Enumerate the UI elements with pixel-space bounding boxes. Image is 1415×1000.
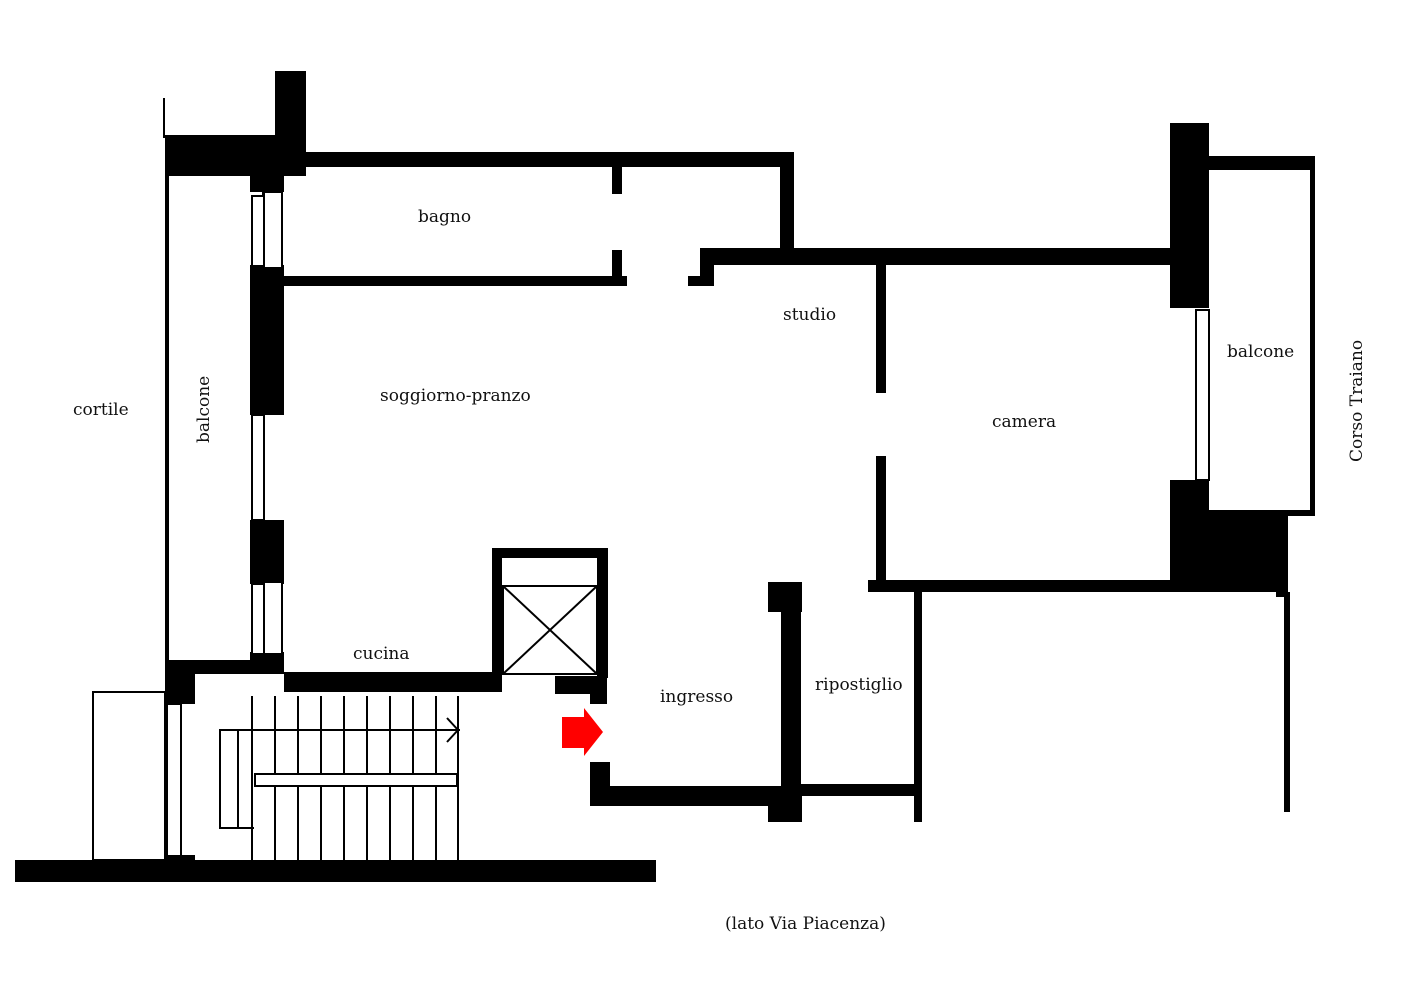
room-label-cucina: cucina: [353, 644, 410, 664]
label-cortile: cortile: [73, 400, 129, 420]
room-label-ripostiglio: ripostiglio: [815, 675, 903, 695]
room-label-balcone-left: balcone: [194, 375, 214, 443]
label-corso-traiano: Corso Traiano: [1347, 339, 1367, 462]
entrance-arrow-icon[interactable]: [562, 708, 603, 756]
label-via-piacenza: (lato Via Piacenza): [725, 914, 886, 934]
room-label-studio: studio: [783, 305, 837, 325]
staircase: [219, 696, 460, 866]
room-label-balcone-right: balcone: [1227, 342, 1295, 362]
room-label-bagno: bagno: [418, 207, 472, 227]
stairs-arrow-icon: [446, 717, 460, 743]
windows: [166, 191, 1210, 857]
room-label-camera: camera: [992, 412, 1057, 432]
outer-walls: [15, 71, 1315, 882]
room-label-soggiorno-pranzo: soggiorno-pranzo: [380, 386, 531, 406]
room-label-ingresso: ingresso: [660, 687, 734, 707]
elevator-icon: [502, 585, 598, 675]
